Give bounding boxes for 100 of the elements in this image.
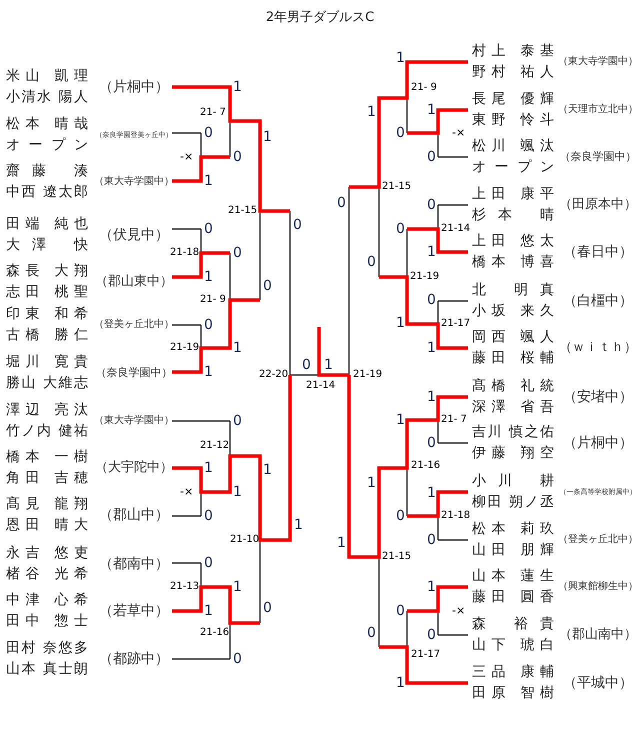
game-count: 1 bbox=[294, 518, 303, 532]
school-name: （奈良学園中） bbox=[558, 149, 638, 165]
game-count: 0 bbox=[204, 318, 213, 332]
game-count: 0 bbox=[263, 601, 272, 615]
player-name: 山本 蓮生 bbox=[472, 567, 554, 586]
player-name: 三品 康輔 bbox=[472, 663, 554, 682]
game-count: 1 bbox=[427, 341, 436, 355]
player-name: 山本 真士朗 bbox=[6, 660, 88, 679]
game-count: 1 bbox=[427, 486, 436, 500]
school-name: （東大寺学園中） bbox=[94, 414, 174, 428]
school-name: （安堵中） bbox=[562, 388, 634, 406]
player-name: 岡西 颯人 bbox=[472, 328, 554, 347]
set-score: 22-20 bbox=[259, 368, 288, 382]
player-name: 堀川 寛貴 bbox=[6, 353, 88, 372]
player-name: 田村 奈悠多 bbox=[6, 639, 88, 658]
game-count: 1 bbox=[427, 390, 436, 404]
player-name: 森 裕貴 bbox=[472, 615, 554, 634]
school-name: （若草中） bbox=[98, 602, 170, 620]
player-name: 松本 莉玖 bbox=[472, 520, 554, 539]
player-name: 角田 吉穂 bbox=[6, 469, 88, 488]
set-score: 21-19 bbox=[410, 270, 440, 284]
set-score: 21-10 bbox=[230, 533, 260, 547]
walkover-mark: -× bbox=[452, 126, 466, 140]
player-name: 橋本 一樹 bbox=[6, 448, 88, 467]
game-count: 0 bbox=[293, 218, 302, 232]
player-name: 田原 智樹 bbox=[472, 684, 554, 703]
game-count: 1 bbox=[204, 461, 213, 475]
game-count: 1 bbox=[233, 485, 242, 499]
set-score: 21-17 bbox=[411, 648, 440, 662]
set-score: 21- 7 bbox=[200, 106, 226, 120]
school-name: （興東館柳生中） bbox=[558, 580, 638, 594]
game-count: 0 bbox=[204, 556, 213, 570]
school-name: （片桐中） bbox=[98, 78, 170, 96]
set-score: 21-15 bbox=[382, 550, 412, 564]
player-name: 上田 康平 bbox=[472, 185, 554, 204]
game-count: 0 bbox=[233, 150, 242, 164]
player-name: 藤田 桜輔 bbox=[472, 349, 554, 368]
set-score: 21-15 bbox=[228, 204, 258, 218]
player-name: 森長 大翔 bbox=[6, 262, 88, 281]
school-name: （田原本中） bbox=[558, 196, 638, 214]
player-name: 中津 心希 bbox=[6, 591, 88, 610]
game-count: 0 bbox=[302, 358, 311, 372]
set-score: 21-15 bbox=[382, 180, 412, 194]
player-name: 柳田 朔ノ丞 bbox=[472, 493, 554, 512]
game-count: 0 bbox=[337, 196, 346, 210]
set-score: 21-18 bbox=[441, 509, 470, 523]
player-name: 上田 悠太 bbox=[472, 232, 554, 251]
game-count: 0 bbox=[204, 509, 213, 523]
school-name: （登美ヶ丘北中） bbox=[94, 318, 174, 332]
school-name: （奈良学園中） bbox=[94, 365, 174, 381]
set-score: 21-14 bbox=[306, 379, 336, 393]
game-count: 0 bbox=[233, 652, 242, 666]
school-name: （郡山東中） bbox=[94, 273, 174, 291]
game-count: 0 bbox=[427, 293, 436, 307]
player-name: 永吉 悠吏 bbox=[6, 544, 88, 563]
game-count: 0 bbox=[396, 604, 405, 618]
player-name: 藤田 圓香 bbox=[472, 588, 554, 607]
player-name: 勝山 大維志 bbox=[6, 374, 88, 393]
school-name: （郡山南中） bbox=[558, 626, 638, 644]
walkover-mark: -× bbox=[180, 485, 194, 499]
player-name: 山田 朋輝 bbox=[472, 541, 554, 560]
game-count: 0 bbox=[367, 626, 376, 640]
set-score: 21-17 bbox=[441, 317, 470, 331]
player-name: 松川 颯汰 bbox=[472, 137, 554, 156]
game-count: 0 bbox=[427, 436, 436, 450]
game-count: 0 bbox=[427, 533, 436, 547]
game-count: 0 bbox=[204, 126, 213, 140]
game-count: 0 bbox=[233, 414, 242, 428]
game-count: 1 bbox=[263, 463, 272, 477]
set-score: 21-14 bbox=[441, 222, 470, 236]
game-count: 1 bbox=[204, 270, 213, 284]
player-name: 橋本 博喜 bbox=[472, 253, 554, 272]
game-count: 0 bbox=[263, 279, 272, 293]
game-count: 0 bbox=[427, 198, 436, 212]
school-name: （郡山中） bbox=[98, 506, 170, 524]
school-name: （東大寺学園中） bbox=[94, 174, 174, 189]
school-name: （伏見中） bbox=[98, 226, 170, 244]
game-count: 1 bbox=[396, 676, 405, 690]
school-name: （白橿中） bbox=[562, 292, 634, 310]
game-count: 1 bbox=[427, 580, 436, 594]
game-count: 1 bbox=[204, 365, 213, 379]
game-count: 0 bbox=[396, 222, 405, 236]
player-name: 野村 祐人 bbox=[472, 63, 554, 82]
walkover-mark: -× bbox=[180, 150, 194, 164]
school-name: （大宇陀中） bbox=[94, 459, 174, 477]
school-name: （ｗｉｔｈ） bbox=[558, 339, 638, 357]
game-count: 1 bbox=[204, 604, 213, 618]
player-name: 竹ノ内 健祐 bbox=[6, 422, 88, 441]
player-name: オープン bbox=[6, 136, 88, 155]
game-count: 0 bbox=[427, 150, 436, 164]
player-name: 北 明真 bbox=[472, 281, 554, 300]
game-count: 1 bbox=[427, 103, 436, 117]
game-count: 1 bbox=[233, 80, 242, 94]
player-name: 齋藤 湊 bbox=[6, 162, 88, 181]
school-name: （東大寺学園中） bbox=[558, 54, 638, 69]
game-count: 0 bbox=[367, 255, 376, 269]
set-score: 21-16 bbox=[411, 459, 440, 473]
player-name: 杉本 晴 bbox=[472, 206, 554, 225]
school-name: （片桐中） bbox=[562, 434, 634, 452]
player-name: 楮谷 光希 bbox=[6, 565, 88, 584]
